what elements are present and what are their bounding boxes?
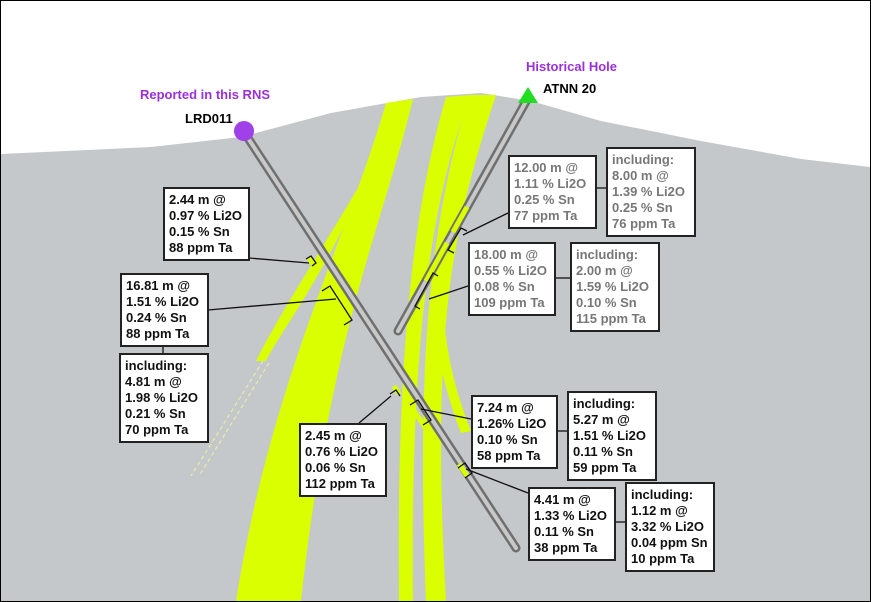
ta-text: 88 ppm Ta: [169, 240, 233, 255]
li2o-text: 1.51 % Li2O: [126, 294, 199, 309]
including-text: including:: [125, 358, 188, 373]
interval-text: 1.12 m @: [631, 503, 688, 518]
li2o-text: 1.33 % Li2O: [534, 508, 607, 523]
vein-4: [422, 95, 496, 601]
interval-text: 18.00 m @: [474, 247, 538, 262]
sn-text: 0.10 % Sn: [576, 295, 637, 310]
sn-text: 0.10 % Sn: [477, 432, 538, 447]
hole-label-atnn20: ATNN 20: [543, 81, 597, 96]
vein-5: [431, 256, 471, 433]
interval-text: 8.00 m @: [612, 168, 669, 183]
li2o-text: 1.51 % Li2O: [573, 428, 646, 443]
vein-1-branch: [256, 186, 363, 361]
ta-text: 112 ppm Ta: [305, 476, 375, 491]
interval-text: 4.81 m @: [125, 374, 182, 389]
interval-text: 16.81 m @: [126, 278, 190, 293]
sn-text: 0.24 % Sn: [126, 310, 187, 325]
including-text: including:: [612, 152, 675, 167]
ta-text: 10 ppm Ta: [631, 551, 695, 566]
ta-text: 77 ppm Ta: [514, 208, 578, 223]
li2o-text: 3.32 % Li2O: [631, 519, 704, 534]
li2o-text: 1.39 % Li2O: [612, 184, 685, 199]
li2o-text: 1.11 % Li2O: [514, 176, 587, 191]
ta-text: 59 ppm Ta: [573, 460, 637, 475]
li2o-text: 1.26% Li2O: [477, 416, 547, 431]
li2o-text: 0.55 % Li2O: [474, 263, 547, 278]
ta-text: 88 ppm Ta: [126, 326, 190, 341]
interval-text: 4.41 m @: [534, 492, 591, 507]
hole-label-lrd011: LRD011: [185, 111, 233, 126]
sn-text: 0.06 % Sn: [305, 460, 366, 475]
ta-text: 115 ppm Ta: [576, 311, 646, 326]
sn-text: 0.25 % Sn: [612, 200, 673, 215]
vein-1: [236, 99, 413, 601]
ta-text: 109 ppm Ta: [474, 295, 545, 310]
historical-hole-marker-icon: [518, 87, 538, 103]
ta-text: 38 ppm Ta: [534, 540, 598, 555]
li2o-text: 0.97 % Li2O: [169, 208, 242, 223]
sn-text: 0.21 % Sn: [125, 406, 186, 421]
vein-3: [398, 95, 471, 601]
pegmatite-veins: [236, 95, 496, 601]
interval-text: 5.27 m @: [573, 412, 630, 427]
li2o-text: 1.98 % Li2O: [125, 390, 198, 405]
li2o-text: 0.76 % Li2O: [305, 444, 378, 459]
leader-lines: [162, 187, 625, 523]
sn-text: 0.04 ppm Sn: [631, 535, 708, 550]
interval-text: 12.00 m @: [514, 160, 578, 175]
sn-text: 0.11 % Sn: [534, 524, 594, 539]
including-text: including:: [573, 396, 636, 411]
vein-projection-dashed: [190, 360, 270, 477]
sn-text: 0.25 % Sn: [514, 192, 575, 207]
vein-2: [291, 156, 393, 391]
drillhole-atnn20: [393, 87, 538, 336]
sn-text: 0.15 % Sn: [169, 224, 230, 239]
interval-text: 2.00 m @: [576, 263, 633, 278]
reported-hole-marker-icon: [234, 121, 254, 141]
sn-text: 0.08 % Sn: [474, 279, 535, 294]
interval-text: 2.44 m @: [169, 192, 226, 207]
interval-text: 7.24 m @: [477, 400, 534, 415]
ta-text: 70 ppm Ta: [125, 422, 189, 437]
reported-in-rns-label: Reported in this RNS: [140, 87, 271, 102]
historical-hole-label: Historical Hole: [526, 59, 618, 74]
interval-text: 2.45 m @: [305, 428, 362, 443]
li2o-text: 1.59 % Li2O: [576, 279, 649, 294]
including-text: including:: [576, 247, 639, 262]
including-text: including:: [631, 487, 694, 502]
sn-text: 0.11 % Sn: [573, 444, 633, 459]
ta-text: 58 ppm Ta: [477, 448, 541, 463]
ta-text: 76 ppm Ta: [612, 216, 676, 231]
